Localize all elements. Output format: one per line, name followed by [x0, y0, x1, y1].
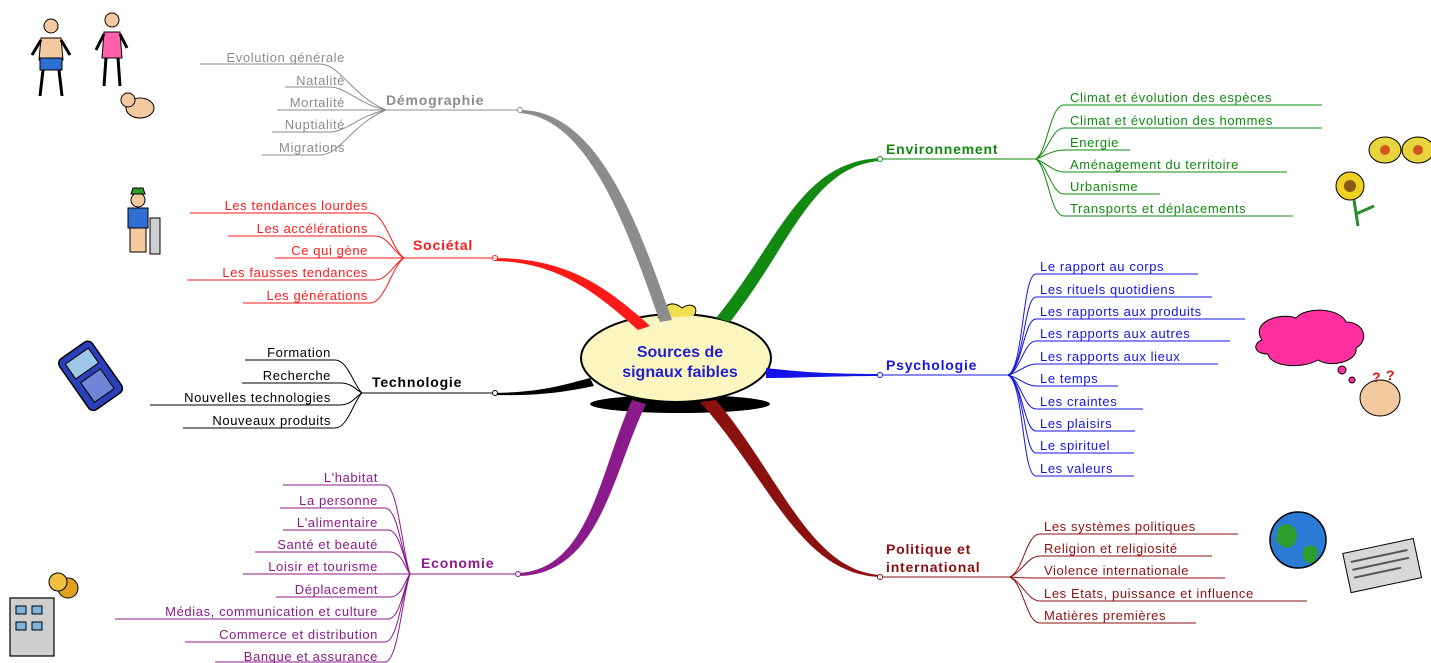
- leaf-economie-deplacement[interactable]: Déplacement: [295, 582, 378, 597]
- leaf-politique-religion[interactable]: Religion et religiosité: [1044, 541, 1178, 556]
- worker-icon: [127, 187, 161, 255]
- leaf-politique-violence[interactable]: Violence internationale: [1044, 563, 1189, 578]
- branch-label-psychologie[interactable]: Psychologie: [886, 357, 977, 373]
- leaf-economie-medias[interactable]: Médias, communication et culture: [165, 604, 378, 619]
- branch-label-economie[interactable]: Economie: [421, 555, 494, 571]
- leaf-psychologie-spirituel[interactable]: Le spirituel: [1040, 438, 1110, 453]
- branch-connector: [700, 400, 880, 577]
- thinking-cloud-icon: ? ?: [1255, 309, 1401, 417]
- leaf-psychologie-lieux[interactable]: Les rapports aux lieux: [1040, 349, 1180, 364]
- branch-node: [492, 390, 498, 396]
- leaf-environnement-energie[interactable]: Energie: [1070, 135, 1119, 150]
- central-node: Sources de signaux faibles: [580, 303, 772, 413]
- leaf-connectors: [187, 212, 405, 304]
- globe-newspaper-icon: [1269, 511, 1423, 594]
- leaf-politique-systemes[interactable]: Les systèmes politiques: [1044, 519, 1196, 534]
- branch-node: [877, 574, 883, 580]
- leaf-economie-sante[interactable]: Santé et beauté: [277, 537, 378, 552]
- leaf-connectors: [200, 63, 387, 156]
- leaf-psychologie-autres[interactable]: Les rapports aux autres: [1040, 326, 1190, 341]
- branch-node: [517, 107, 523, 113]
- branch-economie: Economie L'habitat La personne L'aliment…: [115, 400, 646, 663]
- leaf-technologie-recherche[interactable]: Recherche: [263, 368, 331, 383]
- branch-demographie: Démographie Evolution générale Natalité …: [200, 50, 672, 322]
- leaf-technologie-nouvelles[interactable]: Nouvelles technologies: [184, 390, 331, 405]
- mobile-phone-icon: [58, 340, 124, 412]
- svg-text:?: ?: [1386, 367, 1395, 383]
- leaf-economie-habitat[interactable]: L'habitat: [324, 470, 378, 485]
- branch-psychologie: Psychologie Le rapport au corps Les ritu…: [766, 259, 1245, 477]
- branch-label-environnement[interactable]: Environnement: [886, 141, 998, 157]
- leaf-technologie-formation[interactable]: Formation: [267, 345, 331, 360]
- central-title-line2: signaux faibles: [622, 364, 738, 381]
- branch-label-demographie[interactable]: Démographie: [386, 92, 484, 108]
- leaf-connectors: [115, 484, 411, 663]
- branch-politique: Politique et international Les systèmes …: [700, 400, 1307, 624]
- branch-connector: [716, 158, 880, 322]
- leaf-connectors: [1009, 533, 1307, 624]
- branch-label-politique-line2[interactable]: international: [886, 559, 980, 575]
- leaf-psychologie-temps[interactable]: Le temps: [1040, 371, 1098, 386]
- leaf-psychologie-craintes[interactable]: Les craintes: [1040, 394, 1117, 409]
- leaf-environnement-transports[interactable]: Transports et déplacements: [1070, 201, 1246, 216]
- branch-connector: [495, 378, 594, 396]
- leaf-societal-accelerations[interactable]: Les accélérations: [257, 221, 368, 236]
- branch-technologie: Technologie Formation Recherche Nouvelle…: [150, 345, 594, 429]
- branch-node: [515, 571, 521, 577]
- building-coins-icon: [9, 572, 79, 657]
- leaf-psychologie-corps[interactable]: Le rapport au corps: [1040, 259, 1164, 274]
- leaf-politique-matieres[interactable]: Matières premières: [1044, 608, 1166, 623]
- leaf-economie-alimentaire[interactable]: L'alimentaire: [297, 515, 378, 530]
- leaf-economie-loisir[interactable]: Loisir et tourisme: [268, 559, 378, 574]
- branch-societal: Sociétal Les tendances lourdes Les accél…: [187, 198, 650, 330]
- leaf-environnement-especes[interactable]: Climat et évolution des espèces: [1070, 90, 1272, 105]
- branch-connector: [520, 110, 672, 322]
- leaf-demographie-evolution[interactable]: Evolution générale: [227, 50, 346, 65]
- leaf-societal-ce-qui-gene[interactable]: Ce qui gène: [291, 243, 368, 258]
- leaf-environnement-amenagement[interactable]: Aménagement du territoire: [1070, 157, 1239, 172]
- leaf-psychologie-plaisirs[interactable]: Les plaisirs: [1040, 416, 1112, 431]
- leaf-demographie-nuptialite[interactable]: Nuptialité: [285, 117, 345, 132]
- leaf-environnement-urbanisme[interactable]: Urbanisme: [1070, 179, 1138, 194]
- leaf-environnement-hommes[interactable]: Climat et évolution des hommes: [1070, 113, 1273, 128]
- leaf-demographie-migrations[interactable]: Migrations: [279, 140, 345, 155]
- branch-node: [492, 255, 498, 261]
- butterfly-flower-icon: [1335, 136, 1431, 227]
- leaf-psychologie-valeurs[interactable]: Les valeurs: [1040, 461, 1113, 476]
- leaf-connectors: [1035, 104, 1322, 217]
- central-title-line1: Sources de: [637, 344, 723, 361]
- leaf-demographie-mortalite[interactable]: Mortalité: [290, 95, 345, 110]
- leaf-societal-generations[interactable]: Les générations: [266, 288, 368, 303]
- branch-node: [877, 372, 883, 378]
- branch-node: [877, 156, 883, 162]
- leaf-psychologie-produits[interactable]: Les rapports aux produits: [1040, 304, 1202, 319]
- leaf-technologie-produits[interactable]: Nouveaux produits: [212, 413, 331, 428]
- branch-label-technologie[interactable]: Technologie: [372, 374, 462, 390]
- leaf-psychologie-rituels[interactable]: Les rituels quotidiens: [1040, 282, 1175, 297]
- branch-label-politique-line1[interactable]: Politique et: [886, 541, 971, 557]
- leaf-economie-personne[interactable]: La personne: [299, 493, 378, 508]
- branch-connector: [766, 368, 880, 378]
- branch-connector: [495, 258, 650, 330]
- branch-environnement: Environnement Climat et évolution des es…: [716, 90, 1322, 322]
- svg-text:?: ?: [1372, 369, 1381, 385]
- leaf-societal-fausses-tendances[interactable]: Les fausses tendances: [222, 265, 368, 280]
- leaf-societal-tendances-lourdes[interactable]: Les tendances lourdes: [225, 198, 368, 213]
- leaf-politique-etats[interactable]: Les Etats, puissance et influence: [1044, 586, 1254, 601]
- leaf-economie-banque[interactable]: Banque et assurance: [244, 649, 378, 663]
- branch-connector: [518, 400, 646, 576]
- branch-label-societal[interactable]: Sociétal: [413, 237, 473, 253]
- leaf-connectors: [150, 359, 363, 429]
- leaf-economie-commerce[interactable]: Commerce et distribution: [219, 627, 378, 642]
- leaf-demographie-natalite[interactable]: Natalité: [296, 73, 345, 88]
- people-icon: [30, 12, 155, 119]
- leaf-connectors: [1007, 273, 1245, 477]
